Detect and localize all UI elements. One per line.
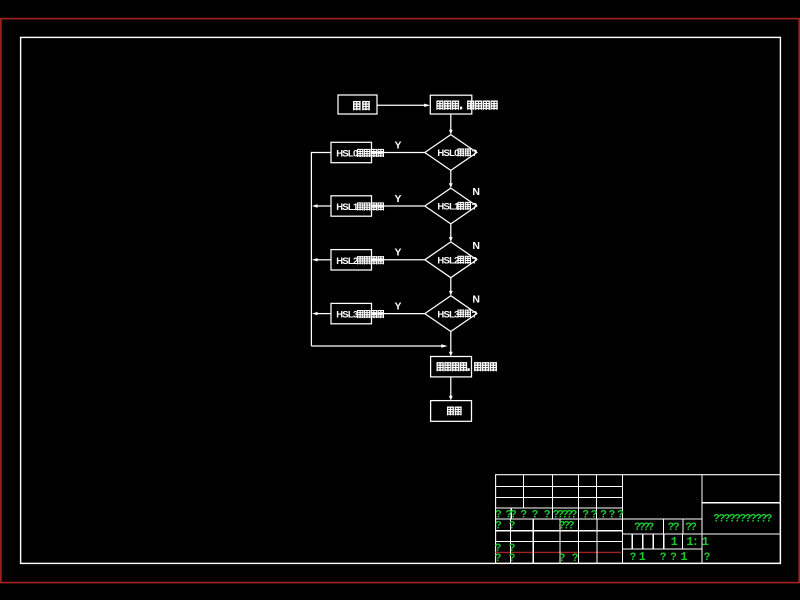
- svg-text:1: 1: [671, 535, 678, 549]
- svg-text:?: ?: [544, 509, 551, 521]
- svg-text:?: ?: [630, 552, 637, 564]
- svg-text:?: ?: [690, 522, 697, 534]
- svg-text:?: ?: [553, 509, 560, 521]
- svg-text:?: ?: [719, 514, 726, 526]
- svg-text:?: ?: [600, 509, 607, 521]
- svg-text:?: ?: [509, 553, 516, 565]
- svg-text:?: ?: [510, 509, 517, 521]
- svg-text:?: ?: [745, 514, 752, 526]
- svg-text:?: ?: [566, 509, 573, 521]
- svg-text:HSL2: HSL2: [336, 256, 358, 267]
- svg-text:?: ?: [639, 522, 646, 534]
- svg-text:N: N: [472, 240, 480, 252]
- svg-text:?: ?: [495, 509, 502, 521]
- svg-text:?: ?: [755, 514, 762, 526]
- svg-text:?: ?: [472, 202, 478, 213]
- svg-text:?: ?: [559, 553, 566, 565]
- svg-text:N: N: [472, 186, 480, 198]
- svg-text:?: ?: [685, 522, 692, 534]
- svg-text:?: ?: [472, 148, 478, 159]
- svg-text:?: ?: [673, 522, 680, 534]
- svg-text:N: N: [472, 294, 480, 306]
- svg-text:?: ?: [609, 509, 616, 521]
- svg-text:?: ?: [724, 514, 731, 526]
- svg-text:?: ?: [634, 522, 641, 534]
- svg-text:Y: Y: [394, 300, 401, 312]
- svg-text:?: ?: [495, 553, 502, 565]
- svg-text:?: ?: [520, 509, 527, 521]
- svg-text:Y: Y: [394, 193, 401, 205]
- svg-text:1: 1: [639, 550, 646, 564]
- svg-text:HSL0: HSL0: [437, 148, 459, 159]
- svg-text:?: ?: [472, 256, 478, 267]
- svg-text:?: ?: [562, 509, 569, 521]
- svg-text:?: ?: [571, 509, 578, 521]
- svg-text:HSL1: HSL1: [336, 202, 359, 213]
- svg-text:?: ?: [572, 553, 579, 565]
- svg-text:HSL3: HSL3: [336, 310, 358, 321]
- svg-text:?: ?: [509, 521, 516, 533]
- svg-text:1: 1: [686, 535, 693, 549]
- svg-text:?: ?: [734, 514, 741, 526]
- svg-text:1: 1: [680, 550, 687, 564]
- svg-text:HSL3: HSL3: [437, 309, 459, 320]
- svg-text:?: ?: [643, 522, 650, 534]
- svg-text:?: ?: [761, 514, 768, 526]
- svg-text:?: ?: [740, 514, 747, 526]
- svg-text:?: ?: [472, 309, 478, 320]
- svg-text:Y: Y: [394, 247, 401, 259]
- svg-text:?: ?: [509, 543, 516, 555]
- svg-text:?: ?: [563, 521, 570, 533]
- svg-text::: :: [692, 535, 699, 549]
- svg-text:?: ?: [505, 509, 512, 521]
- svg-text:1: 1: [702, 535, 709, 549]
- svg-text:?: ?: [557, 509, 564, 521]
- svg-text:?: ?: [568, 521, 575, 533]
- svg-text:?: ?: [750, 514, 757, 526]
- svg-text:?: ?: [495, 521, 502, 533]
- svg-text:?: ?: [559, 521, 566, 533]
- svg-text:HSL0: HSL0: [336, 149, 358, 160]
- svg-text:Y: Y: [394, 139, 401, 151]
- svg-text:?: ?: [648, 522, 655, 534]
- svg-text:?: ?: [582, 509, 589, 521]
- svg-text:?: ?: [670, 552, 677, 564]
- svg-text:?: ?: [668, 522, 675, 534]
- svg-text:HSL1: HSL1: [437, 202, 460, 213]
- svg-text:?: ?: [617, 509, 624, 521]
- svg-text:?: ?: [660, 552, 667, 564]
- svg-text:?: ?: [495, 543, 502, 555]
- svg-text:?: ?: [766, 514, 773, 526]
- svg-text:?: ?: [532, 509, 539, 521]
- svg-text:?: ?: [591, 509, 598, 521]
- svg-text:?: ?: [729, 514, 736, 526]
- svg-text:?: ?: [713, 514, 720, 526]
- svg-text:HSL2: HSL2: [437, 256, 459, 267]
- svg-text:?: ?: [704, 552, 711, 564]
